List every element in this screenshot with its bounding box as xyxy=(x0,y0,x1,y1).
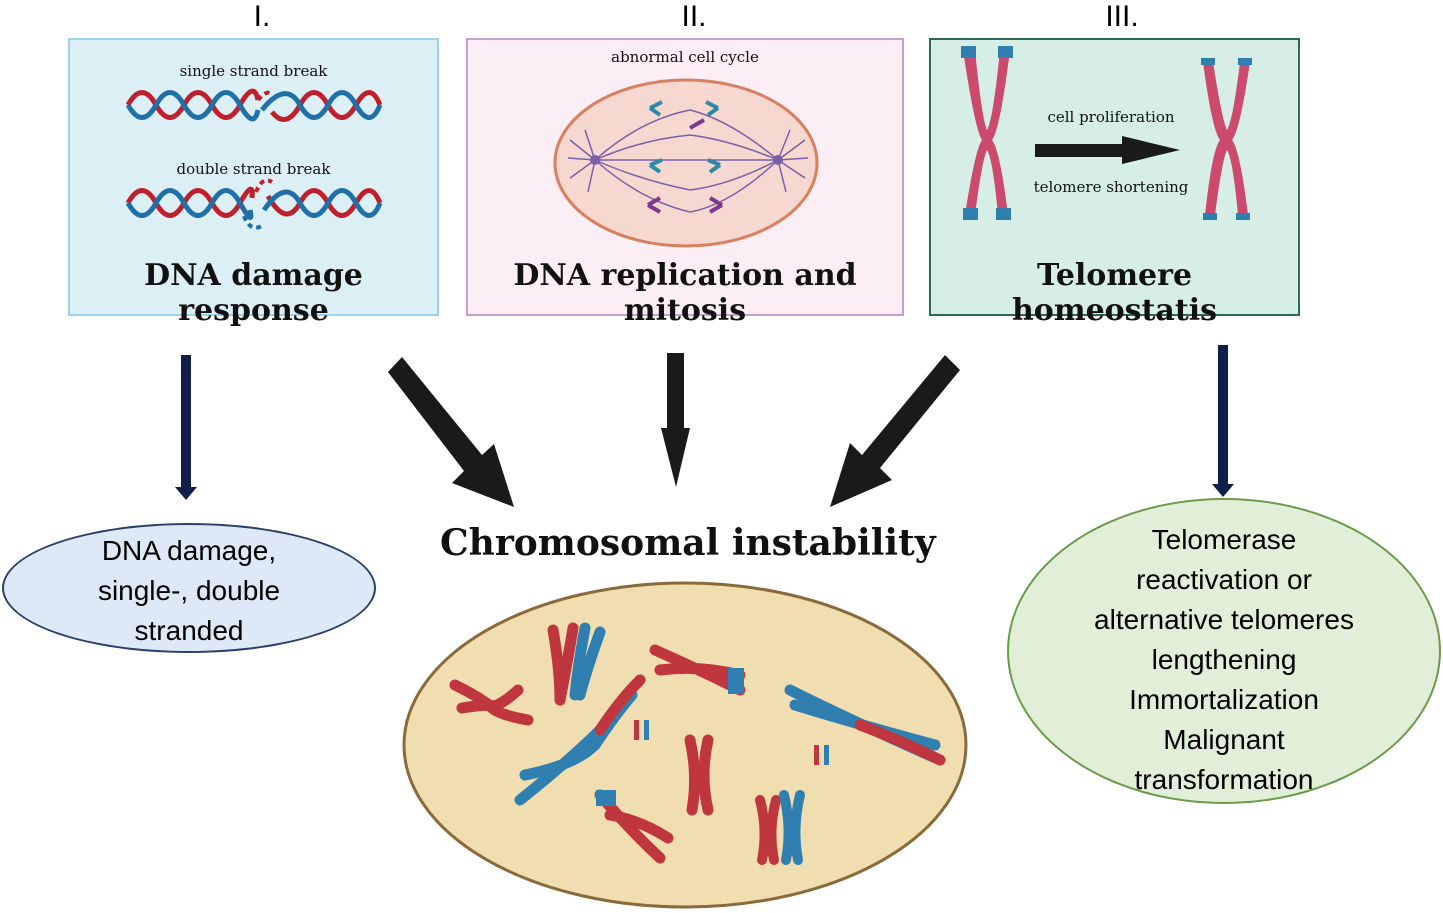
chromosome-shortened-icon xyxy=(1201,58,1252,220)
mitotic-spindle-icon xyxy=(553,78,819,248)
panel-1-title: DNA damage response xyxy=(144,258,363,328)
arrow-to-telomerase xyxy=(1212,345,1234,497)
outcome-right-line-3: alternative telomeres xyxy=(1094,604,1354,635)
single-strand-break-label: single strand break xyxy=(179,62,328,80)
arrow-center-to-instability xyxy=(661,353,690,487)
arrow-left-to-instability xyxy=(388,357,514,507)
panel-1-numeral: I. xyxy=(253,0,271,33)
chromosome-icon xyxy=(961,46,1013,220)
cell-proliferation-label: cell proliferation xyxy=(1047,108,1175,126)
arrow-right-to-instability xyxy=(830,355,960,507)
outcome-left-line-2: single-, double xyxy=(97,575,281,606)
panel-2-title: DNA replication and mitosis xyxy=(513,258,857,328)
double-strand-break-label: double strand break xyxy=(176,160,331,178)
outcome-left-line-3: stranded xyxy=(134,615,244,646)
chromosomal-instability-label: Chromosomal instability xyxy=(440,522,936,564)
outcome-right-line-1: Telomerase xyxy=(1151,524,1297,555)
telomere-shortening-label: telomere shortening xyxy=(1033,178,1189,196)
dna-helix-icon xyxy=(125,88,383,122)
outcome-right-line-6: Malignant xyxy=(1163,724,1285,755)
outcome-telomerase-oval: Telomerase reactivation or alternative t… xyxy=(1007,498,1441,804)
arrow-to-dna-damage xyxy=(175,355,197,500)
outcome-right-line-2: reactivation or xyxy=(1136,564,1312,595)
panel-dna-damage-response: single strand break double strand break … xyxy=(68,38,439,328)
outcome-right-line-5: Immortalization xyxy=(1129,684,1319,715)
outcome-right-line-4: lengthening xyxy=(1151,644,1297,675)
outcome-left-line-1: DNA damage, xyxy=(101,535,277,566)
proliferation-arrow-icon xyxy=(1035,136,1180,164)
chromosomes-scattered-icon xyxy=(449,622,946,865)
abnormal-cell-cycle-label: abnormal cell cycle xyxy=(611,48,759,66)
outcome-right-line-7: transformation xyxy=(1134,764,1314,795)
dna-helix-broken-icon xyxy=(125,178,383,230)
panel-3-numeral: III. xyxy=(1105,0,1139,33)
instability-cell xyxy=(402,581,968,909)
outcome-dna-damage-oval: DNA damage, single-, double stranded xyxy=(2,523,376,653)
panel-3-title: Telomere homeostatis xyxy=(1012,258,1217,328)
panel-2-numeral: II. xyxy=(681,0,707,33)
